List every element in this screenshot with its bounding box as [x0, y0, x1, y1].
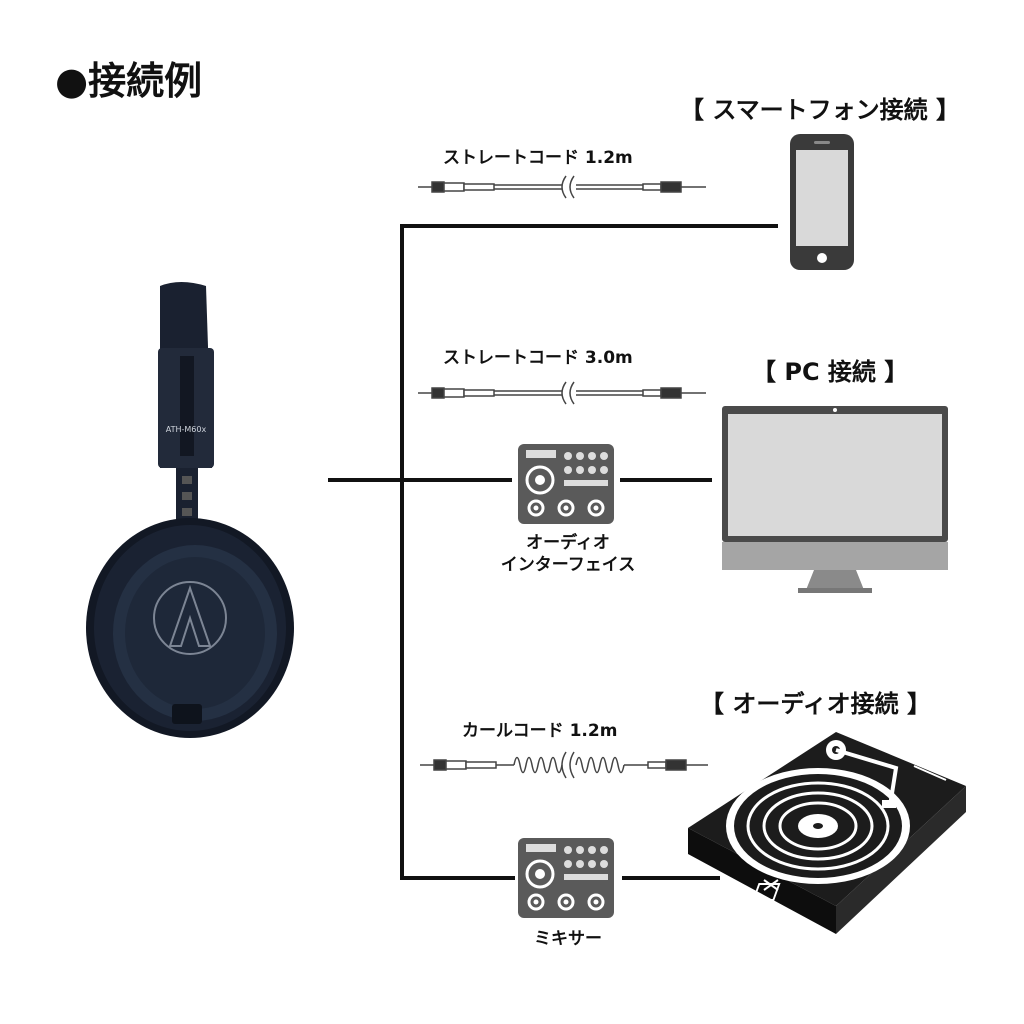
cable-label-straight-3-0m: ストレートコード 3.0m — [443, 348, 633, 368]
turntable-icon[interactable] — [686, 728, 968, 938]
audio-interface-label: オーディオ インターフェイス — [470, 532, 666, 576]
cable-label-coiled-1-2m: カールコード 1.2m — [462, 721, 618, 741]
smartphone-icon[interactable] — [790, 134, 854, 270]
page-title: ●接続例 — [55, 59, 203, 103]
audio-interface-icon[interactable] — [518, 444, 614, 524]
straight-cable-icon — [418, 381, 706, 405]
headphones-icon: ATH-M60x — [86, 282, 294, 738]
section-heading-pc: 【 PC 接続 】 — [752, 358, 909, 386]
coiled-cable-icon — [420, 751, 708, 779]
section-heading-audio: 【 オーディオ接続 】 — [700, 690, 932, 718]
section-heading-smartphone: 【 スマートフォン接続 】 — [680, 96, 960, 124]
mixer-icon[interactable] — [518, 838, 614, 918]
audio-interface-label-line2: インターフェイス — [500, 555, 636, 575]
mixer-label: ミキサー — [534, 929, 602, 949]
audio-interface-label-line1: オーディオ — [526, 533, 610, 553]
straight-cable-icon — [418, 175, 706, 199]
monitor-icon[interactable] — [722, 406, 948, 594]
cable-label-straight-1-2m: ストレートコード 1.2m — [443, 148, 633, 168]
svg-text:ATH-M60x: ATH-M60x — [166, 425, 207, 434]
